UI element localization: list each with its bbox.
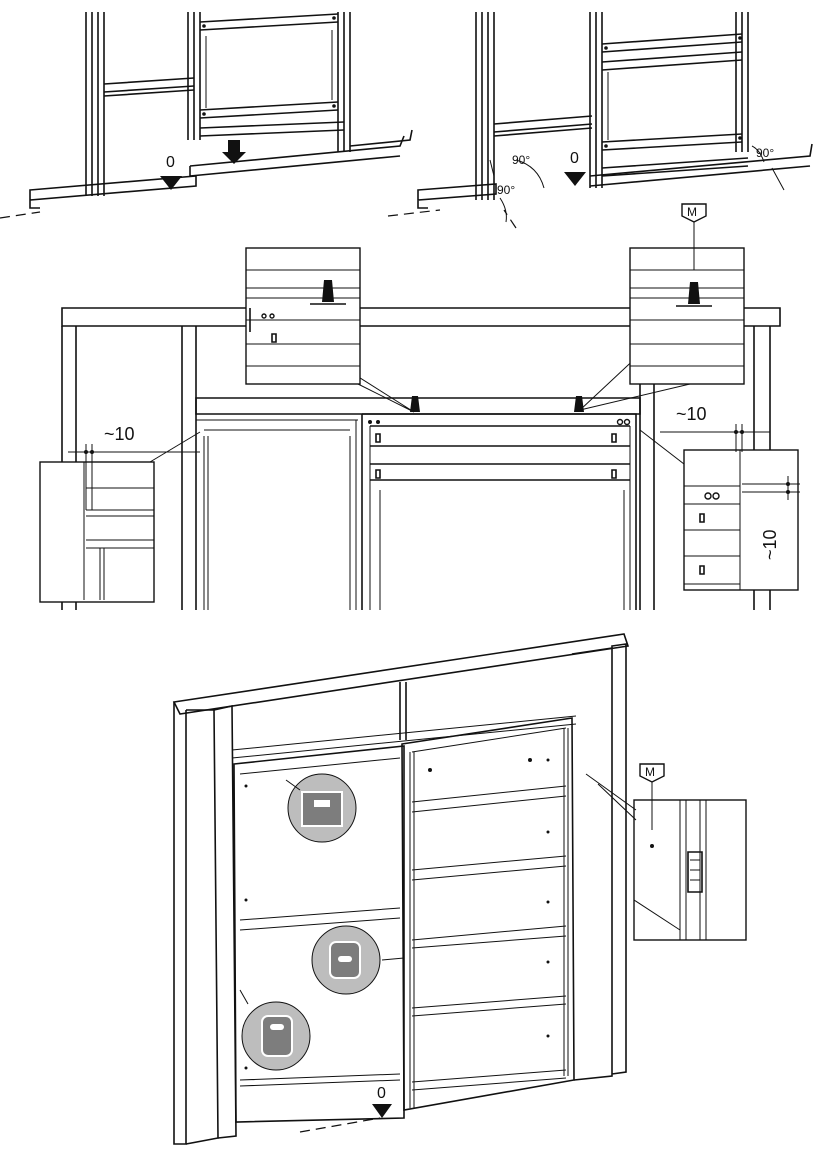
- zero-label-top-right: 0: [570, 150, 579, 167]
- dim-label-left: ~10: [104, 424, 135, 444]
- middle-panel: M ~10 ~10 ~10: [39, 203, 800, 610]
- marker-label-bottom: M: [645, 765, 655, 779]
- zero-label-bottom: 0: [377, 1085, 386, 1102]
- bottom-panel: M 0: [172, 633, 747, 1145]
- marker-label-middle: M: [687, 205, 697, 219]
- top-left-panel: 0: [0, 12, 413, 219]
- dim-label-right: ~10: [676, 404, 707, 424]
- zero-label-top-left: 0: [166, 154, 175, 171]
- angle-label-a: 90°: [512, 153, 530, 167]
- dim-label-right-vertical: ~10: [760, 529, 780, 560]
- angle-label-b: 90°: [497, 183, 515, 197]
- top-right-panel: 0 90° 90° 90°: [387, 12, 813, 229]
- angle-label-c: 90°: [756, 146, 774, 160]
